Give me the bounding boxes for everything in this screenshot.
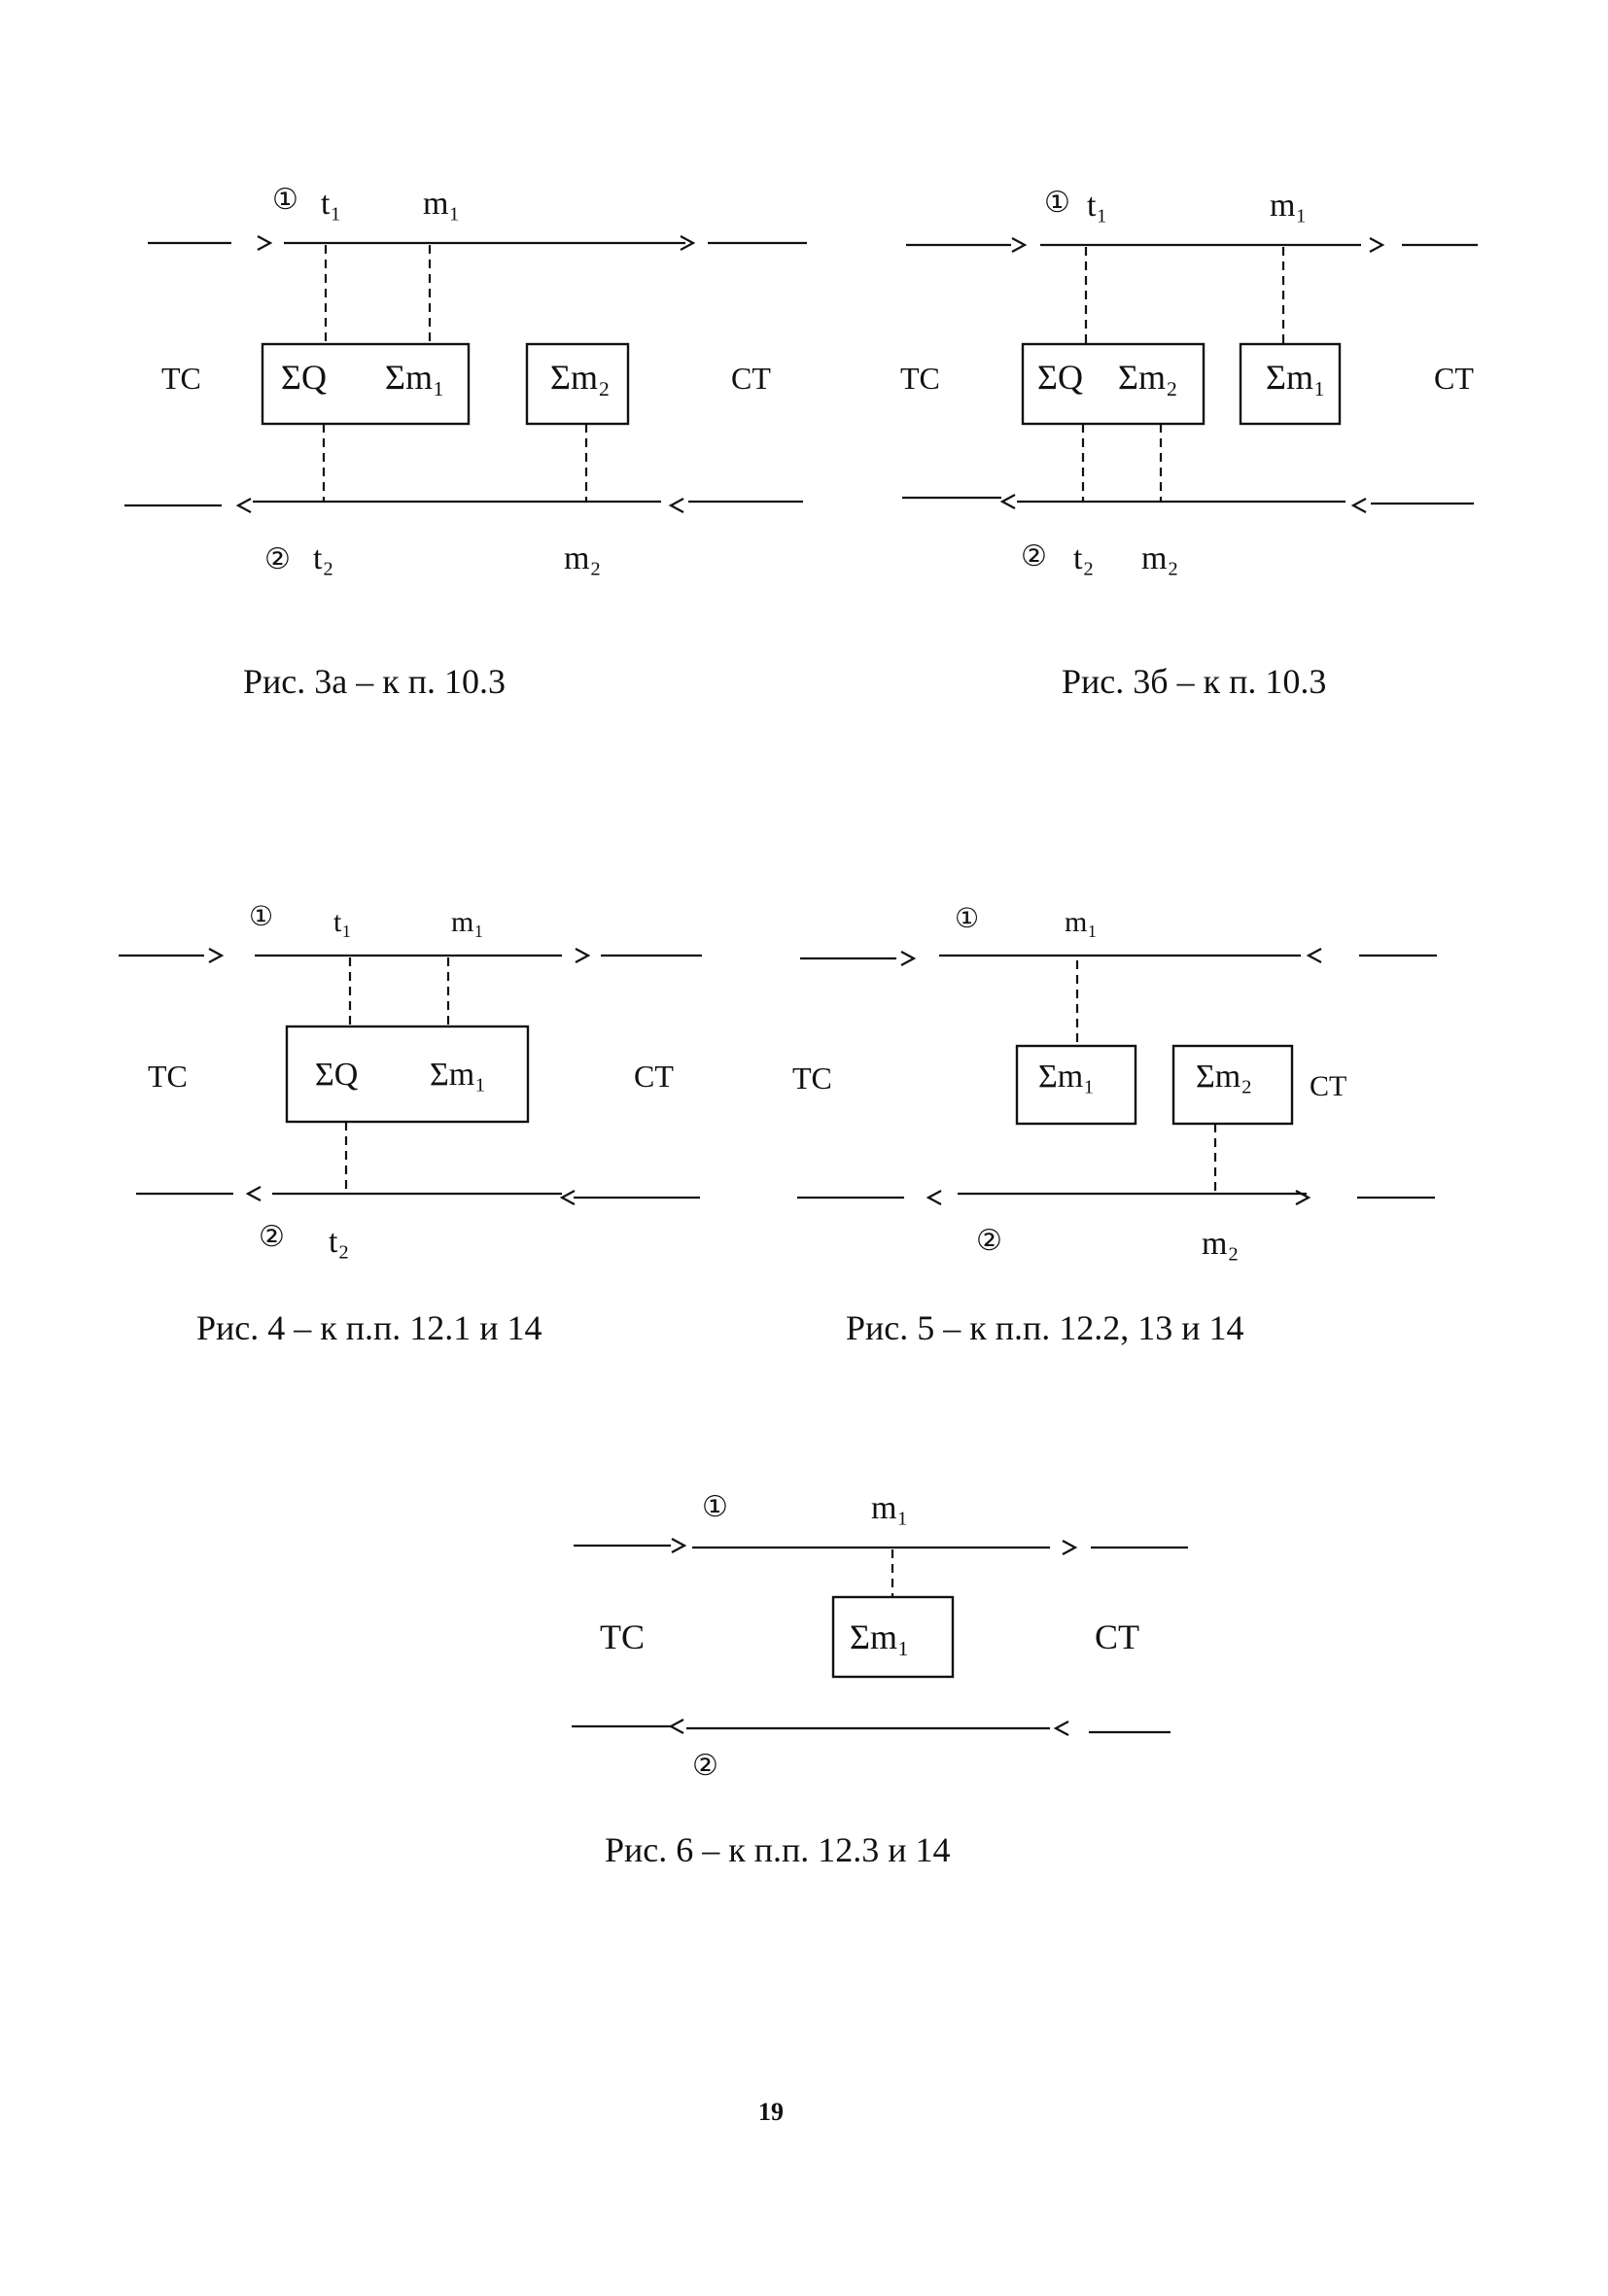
- fig5-line-number-2: ②: [976, 1225, 1002, 1257]
- caption-fig5: Рис. 5 – к п.п. 12.2, 13 и 14: [846, 1308, 1244, 1347]
- fig3a-line-number-1: ①: [272, 184, 298, 216]
- fig5-label-consumer: СТ: [1310, 1070, 1346, 1102]
- fig3b-label-consumer: СТ: [1434, 361, 1474, 396]
- fig3b-bottom-arrow-out: [999, 494, 1016, 509]
- fig5-label-m2: m₂: [1202, 1226, 1239, 1262]
- fig5-line-number-1: ①: [955, 904, 979, 934]
- caption-fig4: Рис. 4 – к п.п. 12.1 и 14: [196, 1308, 542, 1347]
- fig4-label-consumer: СТ: [634, 1059, 674, 1094]
- fig3b-line-number-2: ②: [1021, 540, 1047, 573]
- fig4-bottom-arrow-out: [245, 1186, 262, 1201]
- fig6-label-consumer: СТ: [1095, 1618, 1139, 1656]
- fig6-top-arrow-in: [671, 1538, 687, 1553]
- fig3b-top-arrow-in: [1011, 237, 1028, 253]
- fig6-box-label-sum-m1: Σm₁: [850, 1618, 910, 1656]
- fig3b-box-label-sumq: ΣQ: [1037, 358, 1083, 397]
- fig4-box-label-sum-m1: Σm₁: [430, 1057, 486, 1093]
- fig4-label-t2: t₂: [329, 1224, 349, 1260]
- fig3a-label-m2: m₂: [564, 540, 601, 576]
- fig4-box-label-sumq: ΣQ: [315, 1057, 358, 1093]
- fig4-label-source: ТС: [148, 1059, 188, 1094]
- fig4-line-number-2: ②: [259, 1221, 285, 1253]
- fig4-label-t1: t₁: [333, 906, 352, 938]
- fig3a-bottom-arrow-out: [235, 498, 252, 513]
- fig3b-box-label-sum-m1: Σm₁: [1266, 358, 1326, 397]
- fig3b-label-t1: t₁: [1087, 188, 1107, 224]
- fig4-box-heat-meter: [285, 1025, 530, 1124]
- fig4-top-arrow-in: [208, 948, 225, 963]
- fig3a-box-label-sum-m2: Σm₂: [550, 358, 611, 397]
- caption-fig3a: Рис. 3а – к п. 10.3: [243, 662, 506, 701]
- page-number: 19: [758, 2098, 784, 2126]
- caption-fig3b: Рис. 3б – к п. 10.3: [1062, 662, 1327, 701]
- fig3a-line-number-2: ②: [264, 543, 291, 575]
- fig4-label-m1: m₁: [451, 906, 484, 938]
- fig5-top-arrow-in: [900, 951, 917, 966]
- fig3b-bottom-arrow-in: [1350, 498, 1367, 513]
- fig3b-box-label-sum-m2: Σm₂: [1118, 358, 1178, 397]
- fig6-line-number-2: ②: [692, 1750, 718, 1782]
- fig5-bottom-arrow-far: [1295, 1190, 1311, 1205]
- fig3a-bottom-arrow-in: [668, 498, 684, 513]
- fig3b-label-t2: t₂: [1073, 540, 1094, 576]
- fig4-line-number-1: ①: [249, 902, 273, 932]
- fig6-line-number-1: ①: [702, 1491, 728, 1523]
- fig3a-top-arrow-in: [257, 235, 273, 251]
- fig5-box-label-sum-m2: Σm₂: [1196, 1059, 1252, 1095]
- fig3a-label-m1: m₁: [423, 186, 460, 222]
- fig6-label-source: ТС: [600, 1618, 645, 1656]
- fig3b-box-heat-meter: [1021, 342, 1206, 426]
- fig3a-box-heat-meter: [261, 342, 471, 426]
- fig3a-label-consumer: СТ: [731, 361, 771, 396]
- fig5-bottom-arrow-out: [926, 1190, 942, 1205]
- fig3b-label-m2: m₂: [1141, 540, 1178, 576]
- fig5-box-label-sum-m1: Σm₁: [1038, 1059, 1095, 1095]
- fig5-label-m1: m₁: [1065, 906, 1098, 938]
- fig5-box-flow-meter-2: [1171, 1044, 1294, 1126]
- fig6-bottom-arrow-out: [668, 1719, 684, 1734]
- fig3a-box-label-sumq: ΣQ: [281, 358, 327, 397]
- fig3b-label-m1: m₁: [1270, 188, 1307, 224]
- fig3b-label-source: ТС: [900, 361, 940, 396]
- fig3b-line-number-1: ①: [1044, 187, 1070, 219]
- fig4-bottom-arrow-in: [559, 1190, 576, 1205]
- fig3a-label-t2: t₂: [313, 540, 333, 576]
- fig3b-top-arrow-out: [1369, 237, 1385, 253]
- fig6-top-arrow-out: [1062, 1540, 1078, 1555]
- fig3b-box-flow-meter: [1239, 342, 1342, 426]
- fig6-bottom-arrow-in: [1053, 1721, 1069, 1736]
- fig3a-label-t1: t₁: [321, 186, 341, 222]
- fig6-label-m1: m₁: [871, 1490, 908, 1526]
- fig5-box-flow-meter-1: [1015, 1044, 1137, 1126]
- fig5-label-source: ТС: [792, 1061, 832, 1096]
- fig4-top-arrow-out: [575, 948, 591, 963]
- fig3a-top-arrow-out: [680, 235, 696, 251]
- fig5-top-arrow-far: [1306, 948, 1322, 963]
- fig3a-label-source: ТС: [161, 361, 201, 396]
- fig3a-box-flow-meter: [525, 342, 630, 426]
- caption-fig6: Рис. 6 – к п.п. 12.3 и 14: [605, 1830, 951, 1869]
- fig3a-box-label-sum-m1: Σm₁: [385, 358, 445, 397]
